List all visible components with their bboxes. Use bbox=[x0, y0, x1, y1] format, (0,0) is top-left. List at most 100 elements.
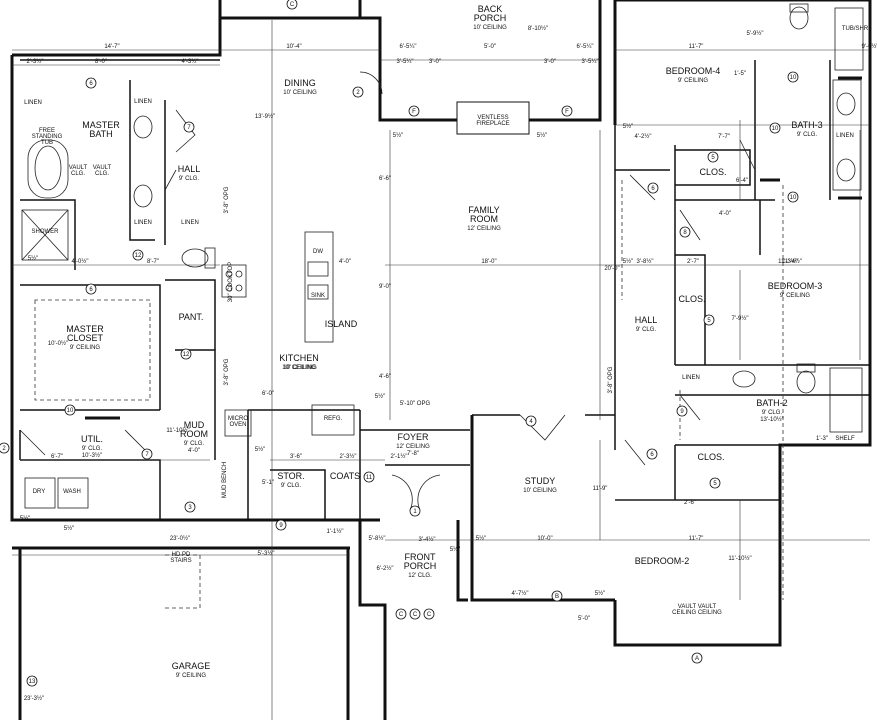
dimension-text: 5½" bbox=[375, 393, 385, 400]
tag-10a: 10 bbox=[790, 75, 797, 81]
label-cooktop: 30" COOKTOP bbox=[228, 262, 234, 302]
dimension-text: 2'-7" bbox=[687, 259, 699, 265]
label-linen-d: LINEN bbox=[181, 220, 199, 226]
dimension-text: 10'-4" bbox=[286, 44, 301, 50]
dimension-text: 3'-0" bbox=[544, 59, 556, 65]
dimension-text: 11'-7" bbox=[689, 44, 704, 50]
dimension-text: 6'-5¼" bbox=[577, 44, 594, 50]
dimension-text: 2'-6" bbox=[684, 500, 696, 506]
dimension-text: 3'-0" bbox=[429, 59, 441, 65]
tag-10d: 10 bbox=[67, 408, 74, 414]
dimension-text: 18'-0" bbox=[481, 259, 496, 265]
tag-7a: 7 bbox=[187, 125, 191, 131]
tag-7b: 7 bbox=[145, 452, 149, 458]
dimension-text: 6'-7" bbox=[51, 454, 63, 460]
dimension-text: 5½" bbox=[595, 590, 605, 597]
room-name-hall-master: HALL bbox=[178, 164, 201, 174]
label-linen-b: LINEN bbox=[134, 99, 152, 105]
room-sub-hall-master: 9' CLG. bbox=[179, 176, 199, 182]
dimension-text: 4'-2½" bbox=[635, 133, 652, 140]
tag-c-top: C bbox=[290, 2, 295, 8]
dimension-text: 5'-3½" bbox=[258, 550, 275, 557]
dimension-text: 5½" bbox=[623, 258, 633, 265]
dimension-text: 6'-2½" bbox=[377, 565, 394, 572]
dimension-text: 8'-0" bbox=[95, 59, 107, 65]
dimension-text: 5½" bbox=[64, 525, 74, 532]
label-sink: SINK bbox=[311, 293, 325, 299]
label-linen-c: LINEN bbox=[134, 220, 152, 226]
room-name-bedroom-4: BEDROOM-4 bbox=[666, 66, 721, 76]
dimension-text: 2'-3½" bbox=[340, 453, 357, 460]
fixtures bbox=[21, 3, 864, 509]
tag-f1: F bbox=[412, 109, 416, 115]
dimension-text: 5'-8½" bbox=[369, 535, 386, 542]
tag-2: 2 bbox=[356, 90, 360, 96]
room-sub-stor: 9' CLG. bbox=[281, 483, 301, 489]
tag-10c: 10 bbox=[790, 195, 797, 201]
dimension-text: 6'-6" bbox=[379, 176, 391, 182]
tag-6a: 6 bbox=[89, 81, 93, 87]
room-sub-mud-room: 9' CLG.4'-0" bbox=[184, 441, 204, 454]
tag-6b: 6 bbox=[651, 186, 655, 192]
dimension-text: 5'-1" bbox=[262, 480, 274, 486]
dimension-text: 5½" bbox=[623, 123, 633, 130]
label-ten-ceiling: 10' CEILING bbox=[283, 365, 317, 371]
dimension-text: 1'-1½" bbox=[327, 528, 344, 535]
tag-6c: 6 bbox=[89, 287, 93, 293]
room-sub-bath-2: 9' CLG.13'-10½" bbox=[760, 410, 784, 423]
dimension-text: 5'-9½" bbox=[747, 30, 764, 37]
tag-10b: 10 bbox=[772, 126, 779, 132]
tag-3: 3 bbox=[188, 505, 192, 511]
room-name-bedroom-2: BEDROOM-2 bbox=[635, 556, 690, 566]
room-name-clos-3: CLOS. bbox=[678, 294, 705, 304]
tag-5a: 5 bbox=[711, 155, 715, 161]
tag-2b: 2 bbox=[2, 446, 6, 452]
label-linen-e: LINEN bbox=[836, 133, 854, 139]
tag-9b: 9 bbox=[279, 523, 283, 529]
dimension-text: 4'-3½" bbox=[182, 58, 199, 65]
dimension-text: 2'-3½" bbox=[27, 58, 44, 65]
label-opg-top: 3'-8" OPG bbox=[224, 186, 230, 213]
dimension-text: 4'-0" bbox=[719, 211, 731, 217]
tag-11: 11 bbox=[366, 475, 373, 481]
dimension-text: 5½" bbox=[28, 255, 38, 262]
dimension-text: 3'-4½" bbox=[419, 536, 436, 543]
tag-12b: 12 bbox=[183, 352, 190, 358]
room-name-clos-2: CLOS. bbox=[697, 452, 724, 462]
dimension-text: 11'-10½" bbox=[728, 555, 751, 562]
dimension-text: 4'-0½" bbox=[72, 258, 89, 265]
tag-texts: C 6 2 7 F F 10 10 5 6 10 8 12 6 5 12 10 … bbox=[2, 2, 797, 685]
room-sub-master-closet: 9' CEILING bbox=[70, 345, 100, 351]
dimension-text: 20'-0" bbox=[604, 266, 619, 272]
dimension-text: 9'-6½" bbox=[862, 43, 877, 50]
tag-b: B bbox=[555, 594, 559, 600]
room-name-dining: DINING bbox=[284, 78, 316, 88]
dimension-text: 3'-6" bbox=[290, 454, 302, 460]
room-sub-bedroom-3: 9' CEILING bbox=[780, 293, 810, 299]
tag-c1: C bbox=[399, 612, 404, 618]
room-name-hall-right: HALL bbox=[635, 315, 658, 325]
dimension-text: 23'-3½" bbox=[24, 695, 44, 702]
dimension-text: 11'-3½" bbox=[778, 258, 798, 265]
room-sub-back-porch: 10' CEILING bbox=[473, 25, 507, 31]
room-sub-bedroom-4: 9' CEILING bbox=[678, 78, 708, 84]
room-sub-garage: 9' CEILING bbox=[176, 673, 206, 679]
room-sub-kitchen: 10' CEILING bbox=[282, 365, 316, 371]
dimension-text: 4'-6" bbox=[379, 374, 391, 380]
room-name-study: STUDY bbox=[525, 476, 556, 486]
label-dw: DW bbox=[313, 249, 323, 255]
dimension-text: 5½" bbox=[537, 132, 547, 139]
dimension-text: 8'-7" bbox=[147, 259, 159, 265]
